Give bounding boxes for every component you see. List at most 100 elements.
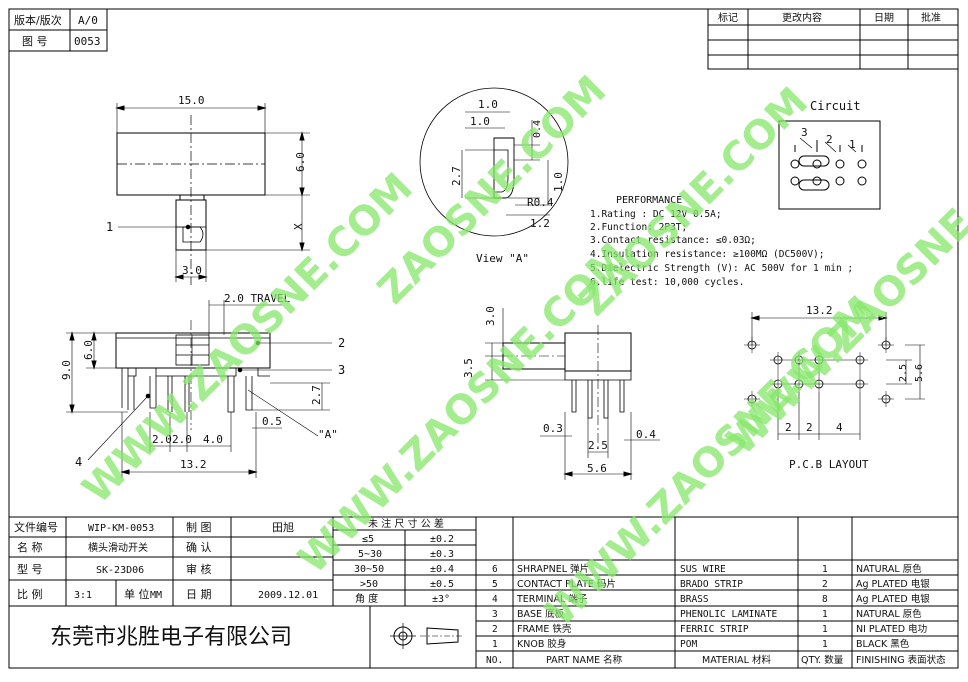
tolerance-value: ±0.3: [430, 549, 454, 560]
side-pitch-dim: 2.5: [588, 439, 608, 452]
circuit-pin-2: 2: [826, 133, 833, 146]
bom-row: 3 BASE 底板 PHENOLIC LAMINATE 1 NATURAL 原色: [492, 608, 922, 620]
unit-label: 单 位: [124, 587, 150, 601]
svg-text:Ag PLATED 电银: Ag PLATED 电银: [856, 593, 930, 605]
performance-spec: PERFORMANCE 1.Rating : DC 12V 0.5A; 2.Fu…: [590, 195, 853, 288]
svg-text:3: 3: [492, 609, 498, 620]
performance-item: 3.Contact resistance: ≤0.03Ω;: [590, 235, 756, 246]
bom-header-part: PART NAME 名称: [546, 654, 623, 666]
info-block: [9, 516, 958, 668]
tolerance-value: ±0.2: [430, 534, 454, 545]
bom-table: [476, 517, 958, 668]
bom-header-no: NO.: [486, 655, 503, 666]
front-height-body: 6.0: [82, 340, 95, 360]
info-label: 比 例: [17, 587, 43, 601]
callout-3: 3: [338, 363, 345, 377]
svg-text:1: 1: [822, 564, 828, 575]
svg-text:BLACK 黑色: BLACK 黑色: [856, 638, 910, 650]
svg-text:4: 4: [492, 594, 498, 605]
svg-text:SHRAPNEL 弹片: SHRAPNEL 弹片: [517, 563, 589, 575]
tolerance-range: 角 度: [355, 592, 378, 605]
performance-item: 2.Function: 2P3T;: [590, 222, 687, 233]
info-role: 确 认: [186, 541, 212, 554]
rev-header-mark: 标记: [718, 12, 738, 24]
bom-row: 6 SHRAPNEL 弹片 SUS WIRE 1 NATURAL 原色: [492, 563, 922, 575]
view-a-dim-radius: R0.4: [527, 196, 554, 209]
tolerance-value: ±3°: [432, 594, 450, 605]
info-label: 文件编号: [14, 520, 58, 534]
side-overall-dim: 5.6: [587, 462, 607, 475]
svg-text:2: 2: [822, 579, 828, 590]
info-role: 制 图: [186, 521, 212, 534]
view-a-dim-6: 1.2: [530, 217, 550, 230]
top-view-x-dim: X: [292, 223, 305, 230]
view-a-dim-3: 0.4: [532, 120, 543, 138]
front-leg-dim: 2.7: [310, 385, 323, 405]
circuit-title: Circuit: [810, 99, 861, 113]
tolerance-value: ±0.4: [430, 564, 454, 575]
info-label: 名 称: [17, 540, 43, 554]
svg-text:KNOB 胶身: KNOB 胶身: [517, 638, 566, 650]
front-pitch-1: 2.0: [152, 433, 172, 446]
rev-header-approve: 批准: [921, 11, 941, 24]
rev-header-content: 更改内容: [782, 11, 822, 24]
pcb-height-dim: 5.6: [914, 364, 925, 382]
side-pin-dim: 0.3: [543, 422, 563, 435]
side-tab-dim: 0.4: [636, 428, 656, 441]
callout-1: 1: [106, 220, 113, 234]
watermark-text: WWW.ZAOSNE.COM: [74, 165, 422, 513]
pcb-layout: [744, 312, 925, 440]
svg-text:PHENOLIC LAMINATE: PHENOLIC LAMINATE: [680, 609, 778, 620]
performance-item: 1.Rating : DC 12V 0.5A;: [590, 209, 722, 220]
company-name: 东莞市兆胜电子有限公司: [50, 625, 292, 650]
front-overall-dim: 13.2: [180, 458, 207, 471]
info-value: WIP-KM-0053: [88, 523, 154, 534]
view-a-dim-4: 2.7: [450, 166, 463, 186]
info-role: 审 核: [186, 562, 212, 576]
performance-item: 6.life test: 10,000 cycles.: [590, 277, 744, 288]
projection-symbol-icon: [390, 623, 462, 649]
version-value: A/0: [78, 14, 98, 27]
svg-text:NATURAL 原色: NATURAL 原色: [856, 608, 922, 620]
info-role-value: 2009.12.01: [258, 590, 318, 601]
tolerance-value: ±0.5: [430, 579, 454, 590]
circuit-diagram: [778, 120, 881, 210]
rev-header-date: 日期: [874, 12, 894, 24]
bom-header: NO. PART NAME 名称 MATERIAL 材料 QTY. 数量 FIN…: [486, 654, 946, 666]
front-pitch-3: 4.0: [203, 433, 223, 446]
tolerance-range: 5~30: [358, 549, 382, 560]
svg-text:FRAME 铁壳: FRAME 铁壳: [517, 623, 572, 635]
svg-text:NATURAL 原色: NATURAL 原色: [856, 563, 922, 575]
svg-text:BRADO STRIP: BRADO STRIP: [680, 579, 743, 590]
front-gap-dim: 0.5: [262, 415, 282, 428]
front-view: [66, 300, 332, 478]
info-role-value: 田旭: [272, 520, 294, 534]
front-pitch-2: 2.0: [172, 433, 192, 446]
info-role: 日 期: [186, 588, 212, 601]
outer-frame: [8, 8, 959, 669]
bom-row: 4 TERMINAL 端子 BRASS 8 Ag PLATED 电银: [492, 593, 930, 605]
circuit-pin-1: 1: [849, 138, 856, 151]
svg-text:8: 8: [822, 594, 828, 605]
info-value: 横头滑动开关: [88, 541, 148, 554]
title-block: 版本/版次 A/0 图 号 0053: [8, 8, 108, 52]
tolerance-range: 30~50: [354, 564, 384, 575]
side-knob-dim: 3.0: [484, 306, 497, 326]
drawing-no-value: 0053: [74, 35, 101, 48]
svg-text:6: 6: [492, 564, 498, 575]
svg-text:Ag PLATED 电银: Ag PLATED 电银: [856, 578, 930, 590]
front-height-total: 9.0: [60, 360, 73, 380]
svg-text:2: 2: [492, 624, 498, 635]
top-view-knob-dim: 3.0: [182, 264, 202, 277]
top-view-height-dim: 6.0: [294, 152, 307, 172]
view-a-detail: [419, 87, 569, 237]
svg-text:5: 5: [492, 579, 498, 590]
side-height-dim: 3.5: [462, 358, 475, 378]
info-value: 3:1: [74, 590, 92, 601]
pcb-col-dim-3: 4: [836, 421, 843, 434]
tolerance-range: >50: [360, 579, 378, 590]
performance-item: 4.Insulation resistance: ≥100MΩ (DC500V)…: [590, 249, 825, 260]
tolerance-range: ≤5: [362, 534, 374, 545]
bom-row: 2 FRAME 铁壳 FERRIC STRIP 1 NI PLATED 电功: [492, 623, 927, 635]
